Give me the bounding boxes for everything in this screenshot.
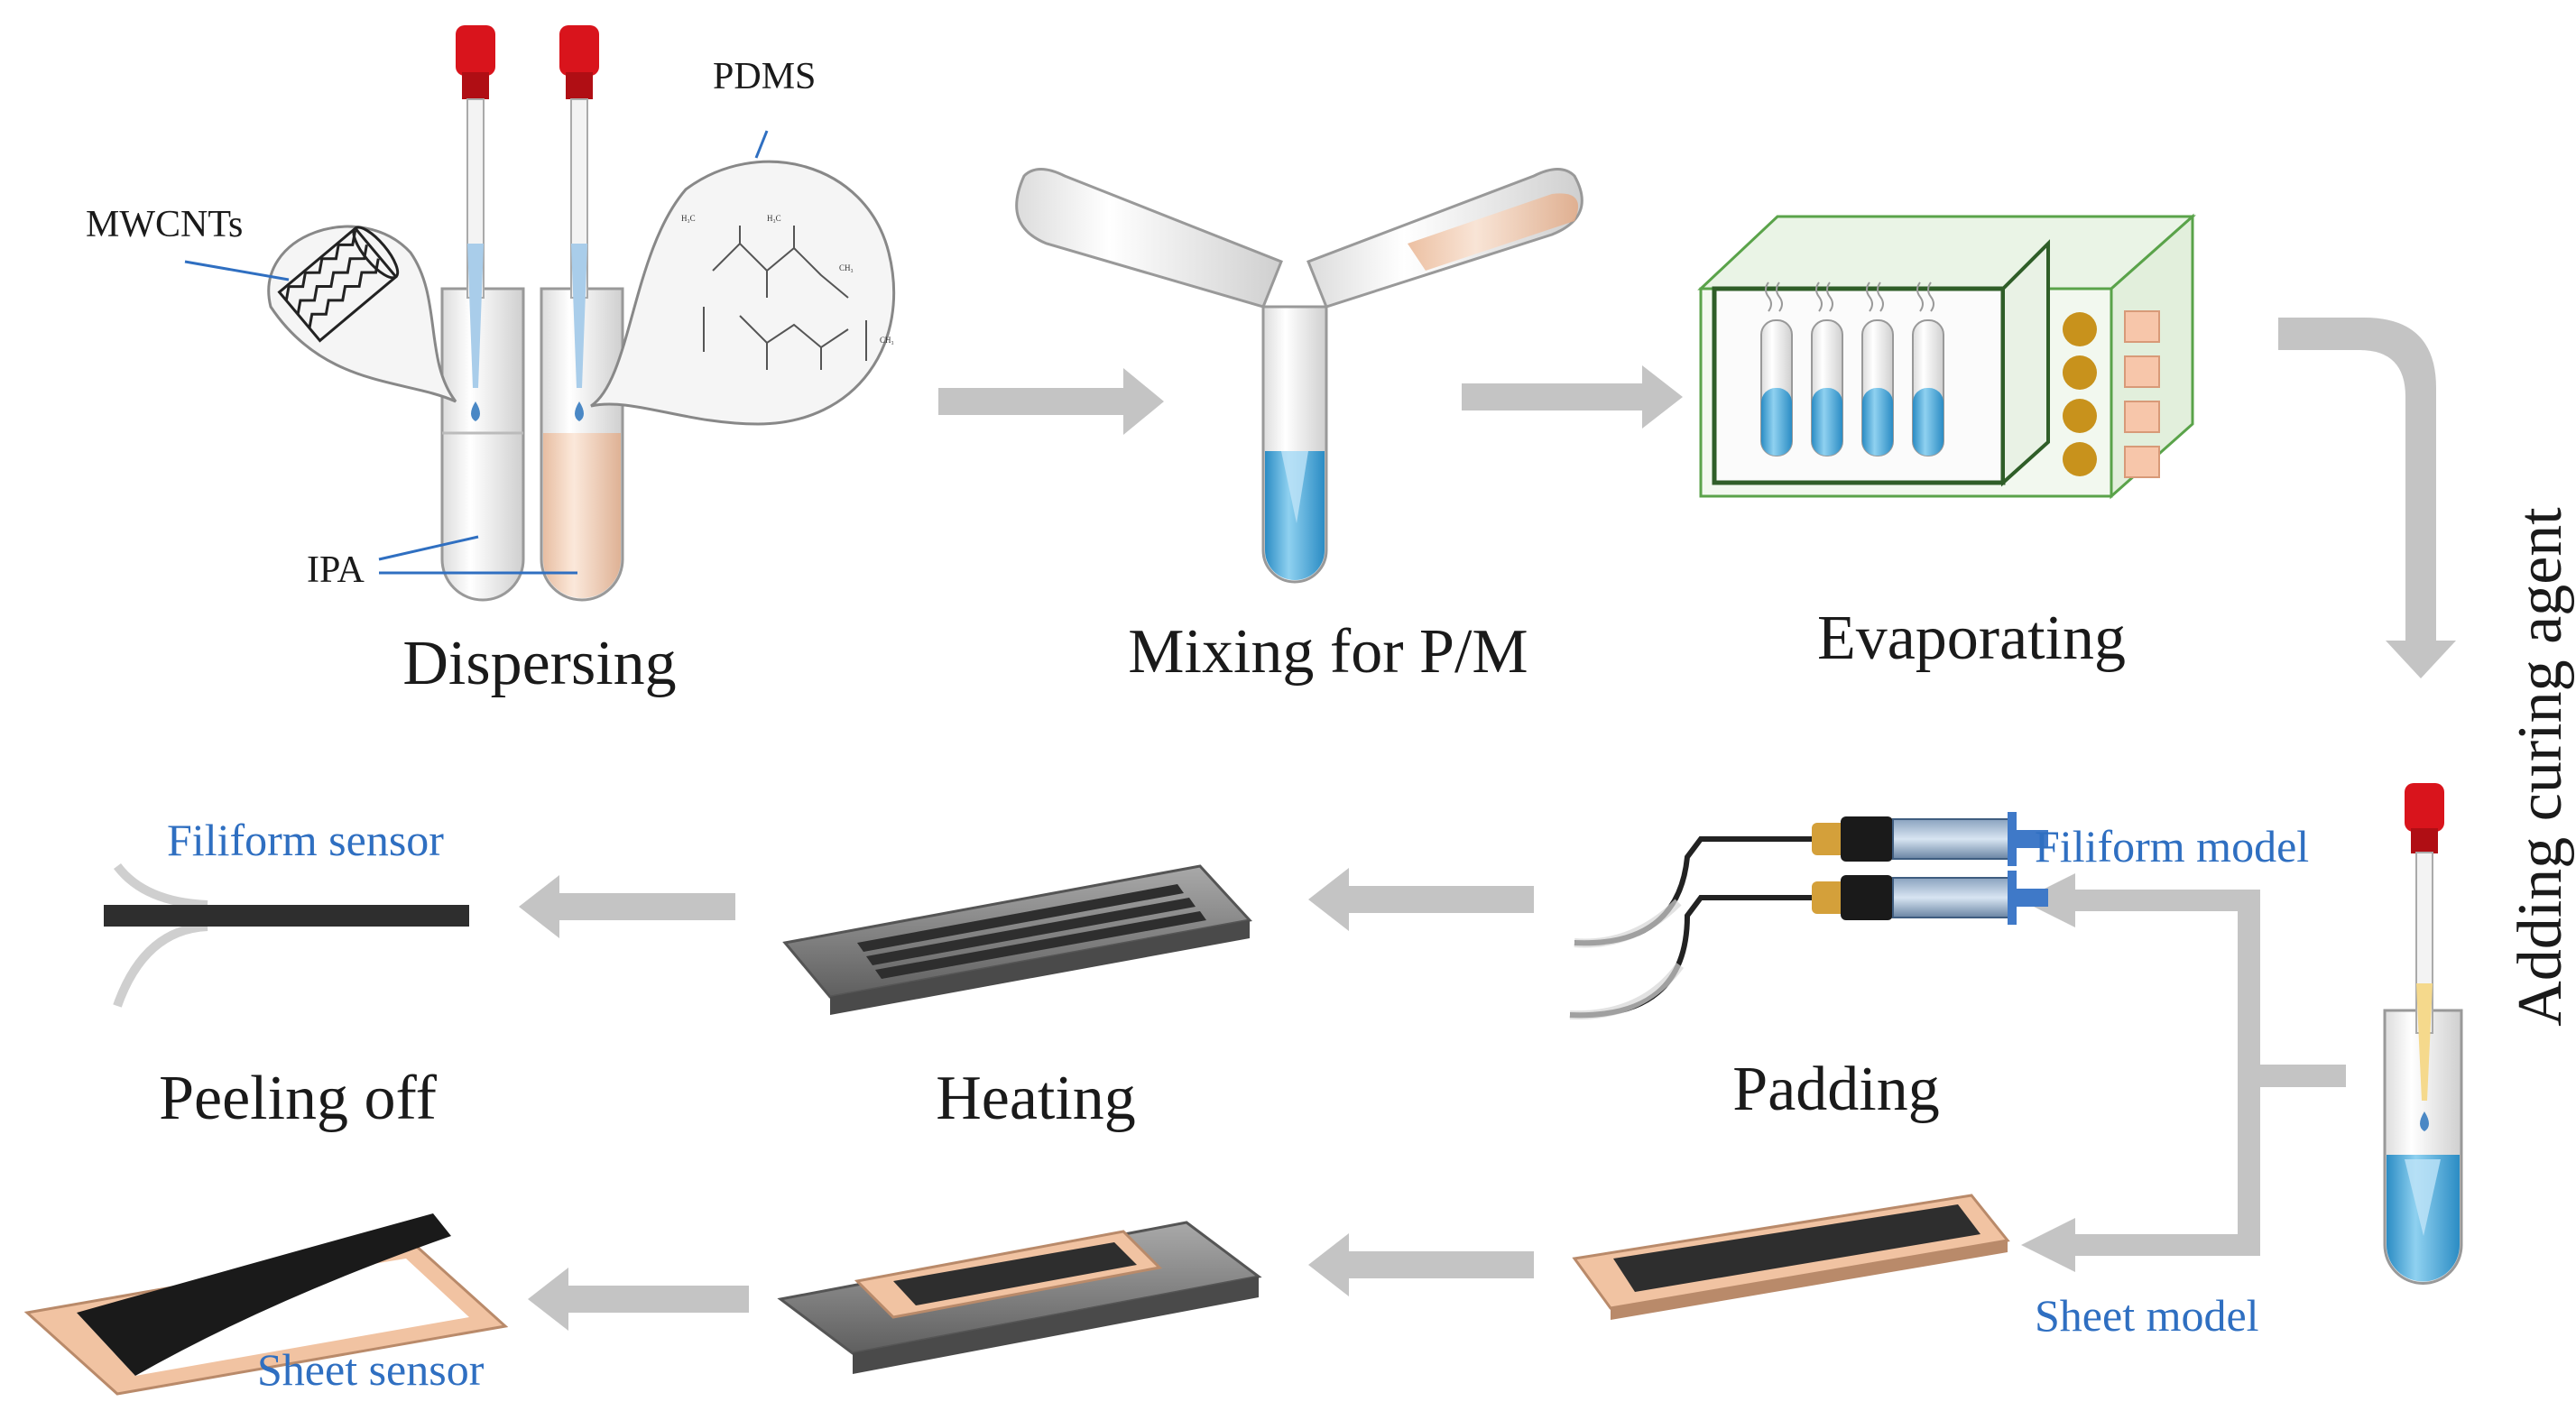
filiform-model-label: Filiform model <box>2035 821 2309 872</box>
nanotube-icon <box>267 225 457 403</box>
test-tube-icon <box>2383 1009 2463 1285</box>
sheet-sensor-label: Sheet sensor <box>257 1344 485 1395</box>
oven-icon <box>1697 213 2196 500</box>
step-label-adding-curing-agent: Adding curing agent <box>2506 507 2575 1027</box>
filiform-sensor-label: Filiform sensor <box>167 815 444 865</box>
hot-plate-icon <box>782 864 1252 1015</box>
dispersing-apparatus: MWCNTs H₃C H₃C CH₃ CH₃ PDMS IPA Dispersi… <box>86 25 896 698</box>
ipa-pointer <box>378 535 479 561</box>
curing-agent-apparatus <box>2383 783 2463 1285</box>
peeled-mold-edge <box>113 922 208 1008</box>
molecule-atom-label: H₃C <box>681 214 696 223</box>
mixing-apparatus: Mixing for P/M <box>1015 168 1583 687</box>
syringe-icon <box>1569 812 2048 1020</box>
filiform-sensor <box>104 905 469 927</box>
flow-arrow-icon <box>1462 365 1683 429</box>
pdms-pointer <box>754 130 769 159</box>
peeling-off-apparatus: Filiform sensor Peeling off Sheet sensor <box>23 815 509 1396</box>
pdms-label: PDMS <box>713 56 816 97</box>
mwcnts-label: MWCNTs <box>86 204 243 245</box>
molecule-atom-label: CH₃ <box>839 263 854 272</box>
test-tube-icon <box>540 287 624 602</box>
molecule-atom-label: CH₃ <box>880 336 894 345</box>
flow-arrow-icon <box>938 368 1164 435</box>
step-label-peeling-off: Peeling off <box>159 1064 438 1133</box>
mold-icon <box>23 1213 509 1396</box>
dropper-icon <box>559 25 599 421</box>
hot-plate-icon <box>777 1221 1262 1374</box>
flow-arrow-icon <box>2278 318 2456 678</box>
sheet-sensor <box>77 1213 451 1376</box>
flow-arrow-icon <box>2021 873 2346 1272</box>
ipa-label: IPA <box>307 549 365 591</box>
flow-arrow-icon <box>1308 1233 1534 1296</box>
mwcnts-pointer <box>184 260 290 281</box>
mold-icon <box>1572 1194 2010 1320</box>
test-tube-icon <box>440 287 525 602</box>
heating-apparatus: Heating <box>777 864 1262 1374</box>
dropper-icon <box>456 25 495 421</box>
molecule-icon: H₃C H₃C CH₃ CH₃ <box>590 160 896 426</box>
dropper-icon <box>2405 783 2444 1131</box>
sheet-model-label: Sheet model <box>2035 1290 2259 1341</box>
flow-arrow-icon <box>528 1268 749 1331</box>
y-tube-icon <box>1015 168 1583 584</box>
molecule-atom-label: H₃C <box>767 214 781 223</box>
evaporating-apparatus: Evaporating <box>1697 213 2196 673</box>
flow-arrow-icon <box>519 875 735 938</box>
step-label-evaporating: Evaporating <box>1817 604 2126 673</box>
step-label-dispersing: Dispersing <box>402 629 676 698</box>
step-label-padding: Padding <box>1732 1055 1939 1124</box>
flow-arrow-icon <box>1308 868 1534 931</box>
padding-apparatus: Filiform model Padding Sheet model <box>1569 812 2309 1341</box>
step-label-mixing: Mixing for P/M <box>1128 617 1528 687</box>
peeled-mold-edge <box>114 862 208 909</box>
step-label-heating: Heating <box>936 1064 1136 1133</box>
